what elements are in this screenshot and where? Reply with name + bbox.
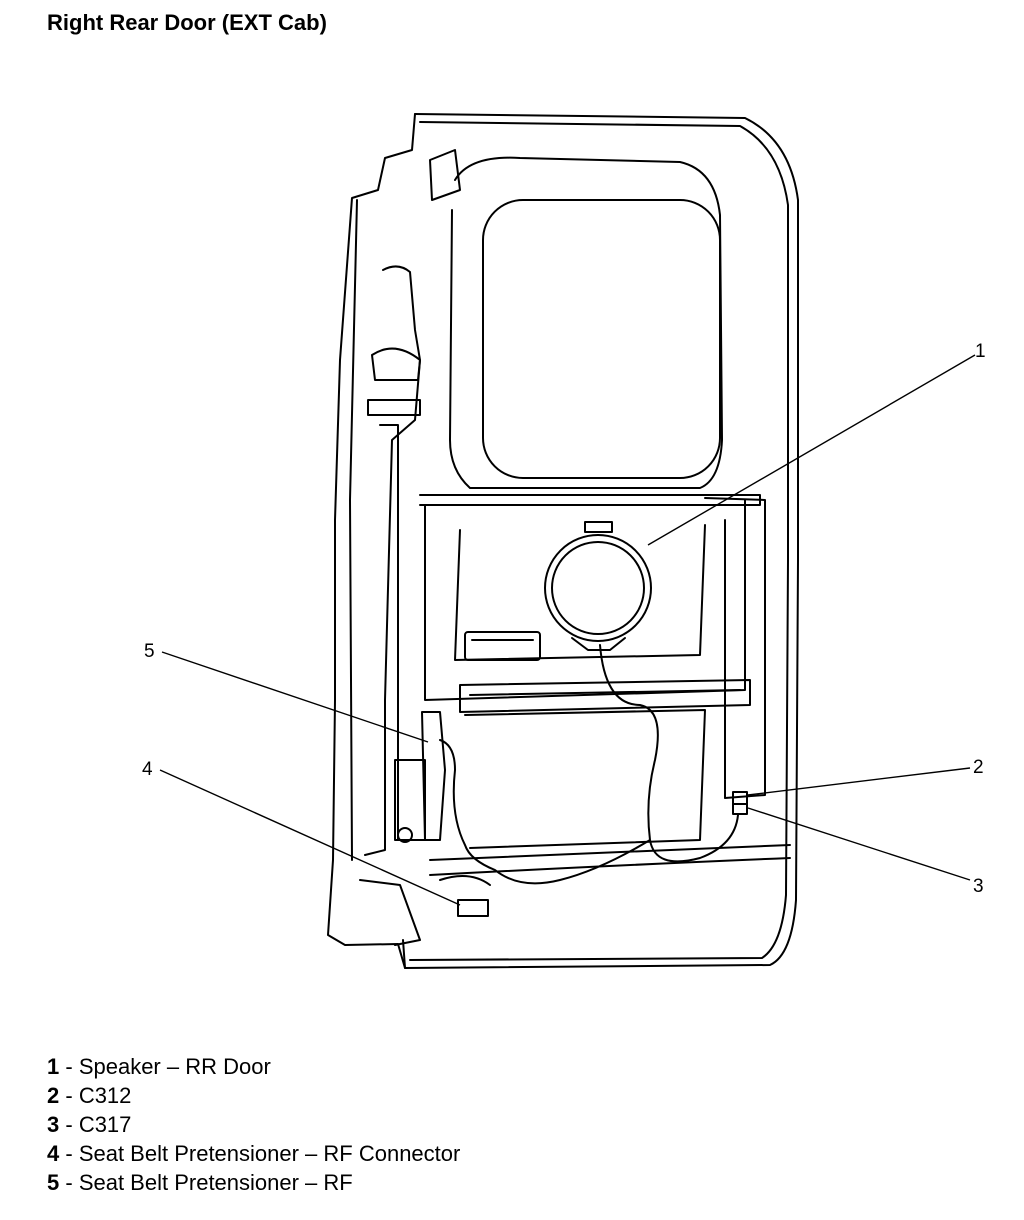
legend: 1 - Speaker – RR Door 2 - C312 3 - C317 … xyxy=(47,1052,460,1197)
door-left-frame xyxy=(327,113,416,969)
callout-5: 5 xyxy=(144,641,155,662)
legend-item-5: 5 - Seat Belt Pretensioner – RF xyxy=(47,1168,460,1197)
leader-line-3 xyxy=(747,807,971,881)
inner-panel xyxy=(424,499,746,701)
legend-separator: - xyxy=(59,1083,79,1108)
seat-belt-column xyxy=(364,265,421,856)
legend-item-4: 4 - Seat Belt Pretensioner – RF Connecto… xyxy=(47,1139,460,1168)
legend-number: 1 xyxy=(47,1054,60,1079)
legend-separator: - xyxy=(59,1054,79,1079)
legend-text: Speaker – RR Door xyxy=(78,1054,271,1079)
window-opening xyxy=(482,199,721,479)
legend-text: Seat Belt Pretensioner – RF xyxy=(78,1170,353,1195)
callout-1: 1 xyxy=(975,341,986,362)
callout-3: 3 xyxy=(973,876,984,897)
legend-number: 3 xyxy=(47,1112,60,1137)
leader-line-1 xyxy=(647,354,976,546)
legend-number: 4 xyxy=(47,1141,60,1166)
callout-4: 4 xyxy=(142,759,153,780)
legend-number: 2 xyxy=(47,1083,60,1108)
diagram-title: Right Rear Door (EXT Cab) xyxy=(47,10,327,35)
pretensioner-connector xyxy=(457,899,489,917)
leader-line-5 xyxy=(161,651,429,743)
wiring-harness xyxy=(439,644,739,885)
legend-item-1: 1 - Speaker – RR Door xyxy=(47,1052,460,1081)
legend-separator: - xyxy=(59,1141,79,1166)
legend-number: 5 xyxy=(47,1170,60,1195)
legend-separator: - xyxy=(59,1112,79,1137)
door-inner-shell xyxy=(409,121,789,961)
legend-text: Seat Belt Pretensioner – RF Connector xyxy=(78,1141,461,1166)
legend-text: C312 xyxy=(78,1083,132,1108)
leader-line-2 xyxy=(747,767,971,796)
right-side-panel xyxy=(704,497,766,799)
legend-separator: - xyxy=(59,1170,79,1195)
door-outer-shell xyxy=(402,113,799,969)
leader-line-4 xyxy=(159,769,461,906)
legend-text: C317 xyxy=(78,1112,132,1137)
legend-item-3: 3 - C317 xyxy=(47,1110,460,1139)
legend-item-2: 2 - C312 xyxy=(47,1081,460,1110)
connector-c317 xyxy=(732,803,748,815)
callout-2: 2 xyxy=(973,757,984,778)
door-handle xyxy=(464,631,541,661)
speaker xyxy=(544,534,652,642)
door-diagram: 1 2 3 4 5 xyxy=(142,113,986,969)
lower-rail xyxy=(459,679,751,713)
